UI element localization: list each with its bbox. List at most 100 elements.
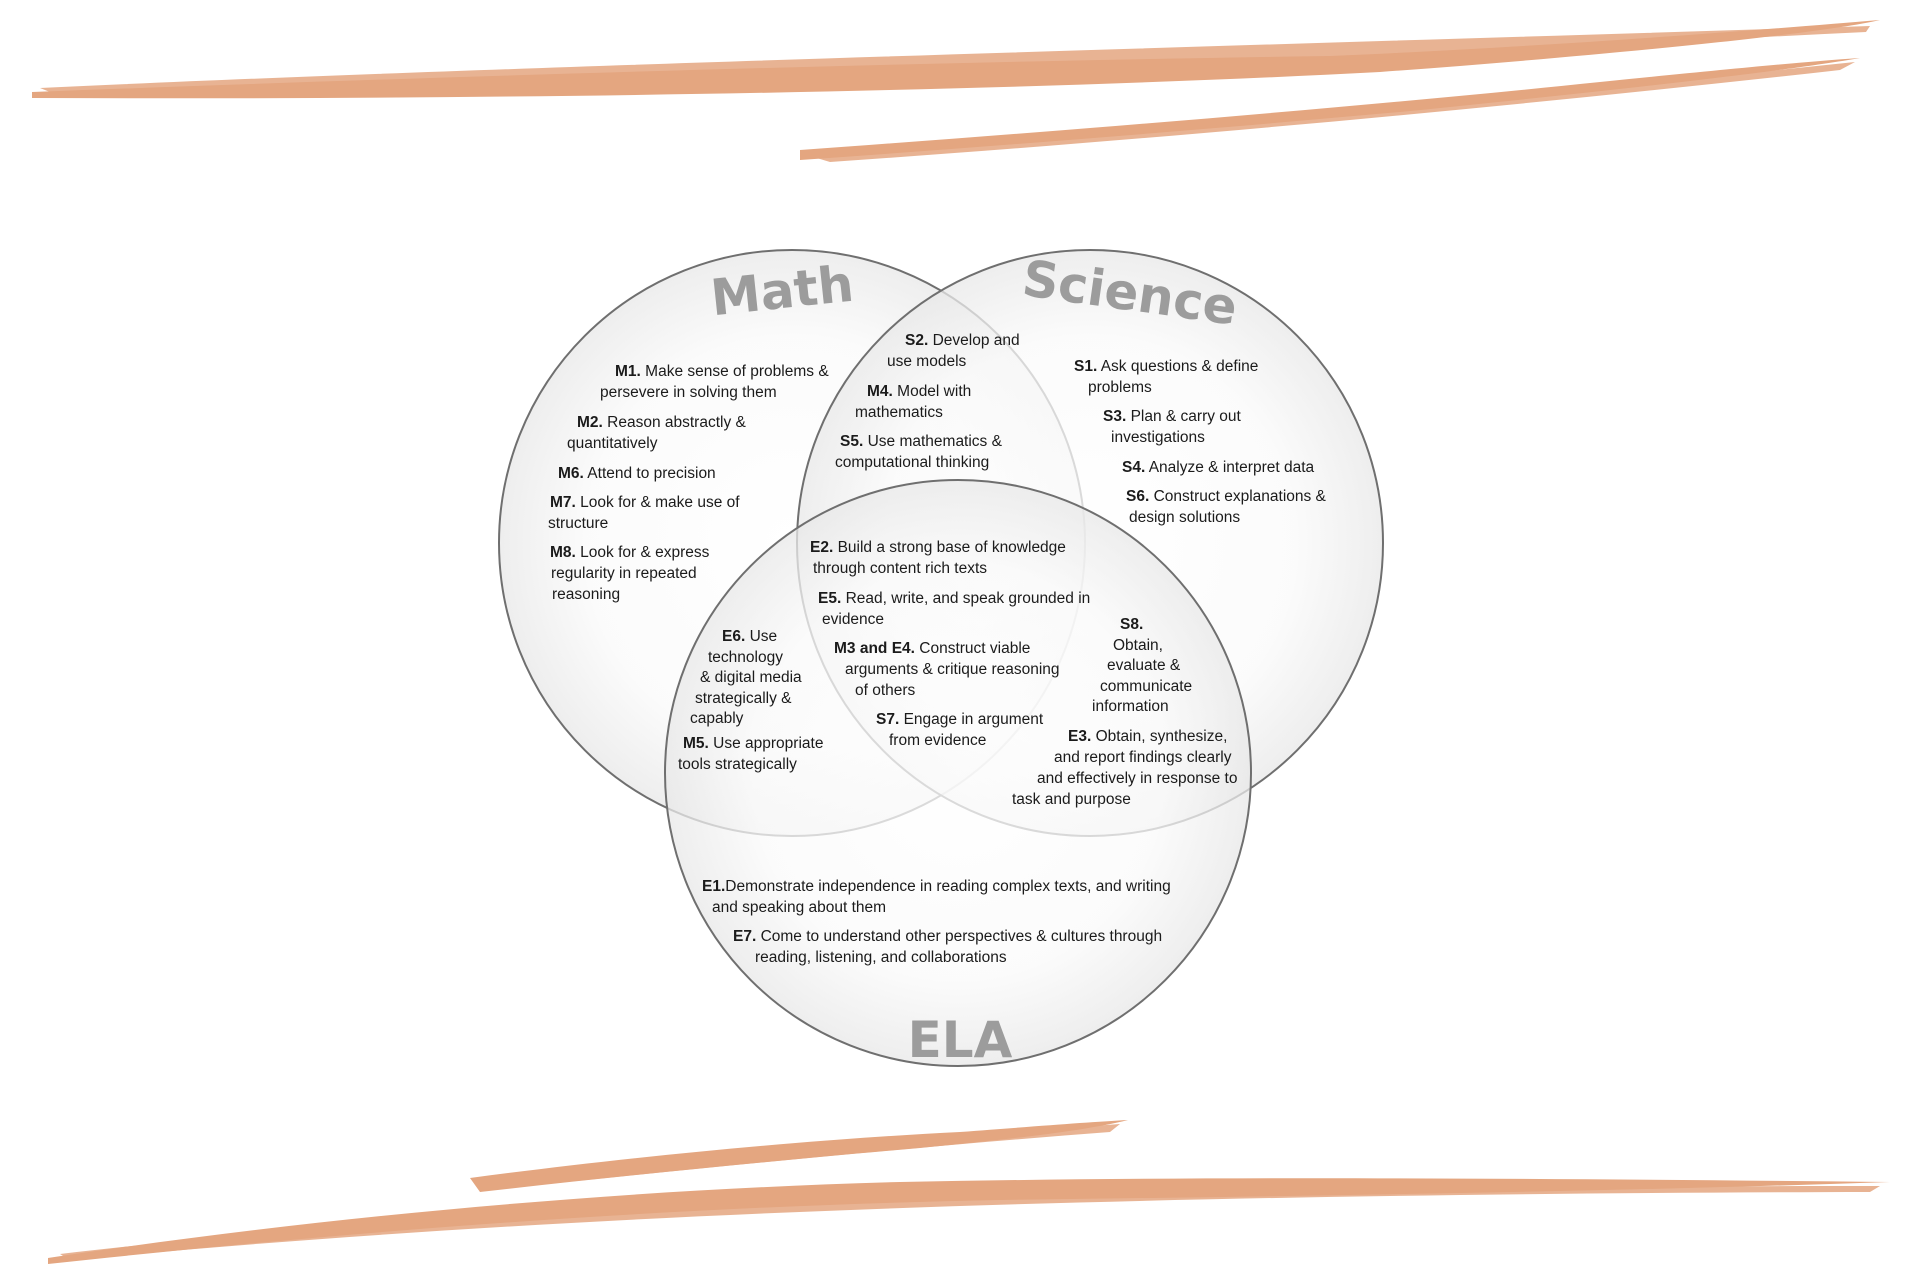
item-text: investigations <box>1111 429 1205 446</box>
item-text: Model with <box>897 383 972 400</box>
item-s6: S6. Construct explanations & <box>1126 487 1326 508</box>
item-code: S8. <box>1120 616 1144 633</box>
item-text: and report findings clearly <box>1054 749 1232 766</box>
item-m7-cont: structure <box>548 514 608 535</box>
item-e3-cont: and report findings clearly <box>1054 748 1232 769</box>
item-m4-cont: mathematics <box>855 403 943 424</box>
item-m3e4-cont: arguments & critique reasoning <box>845 660 1060 681</box>
item-line: evaluate & <box>1107 657 1181 674</box>
item-text: from evidence <box>889 732 987 749</box>
item-m2: M2. Reason abstractly & <box>577 413 746 434</box>
item-text: through content rich texts <box>813 560 988 577</box>
item-text: regularity in repeated <box>551 565 697 582</box>
item-code: E7. <box>733 928 757 945</box>
item-text: and speaking about them <box>712 899 887 916</box>
item-code: M6. <box>558 465 584 482</box>
item-s1-cont: problems <box>1088 378 1152 399</box>
brush-stroke <box>40 26 1870 96</box>
item-line: information <box>1092 698 1169 715</box>
item-code: E2. <box>810 539 834 556</box>
item-e1: E1.Demonstrate independence in reading c… <box>702 877 1171 898</box>
item-s8: S8. Obtain, evaluate & communicate infor… <box>1084 615 1214 718</box>
item-text: Read, write, and speak grounded in <box>845 590 1091 607</box>
item-text: Look for & express <box>580 544 710 561</box>
item-s7-cont: from evidence <box>889 731 986 752</box>
item-text: Make sense of problems & <box>645 363 829 380</box>
item-text: Develop and <box>932 332 1020 349</box>
item-code: E1. <box>702 878 726 895</box>
item-e3: E3. Obtain, synthesize, <box>1068 727 1227 748</box>
item-text: Look for & make use of <box>580 494 740 511</box>
item-e5: E5. Read, write, and speak grounded in <box>818 589 1090 610</box>
item-text: Use <box>749 628 778 645</box>
item-m5-cont: tools strategically <box>678 755 797 776</box>
item-text: computational thinking <box>835 454 990 471</box>
item-e3-cont: task and purpose <box>1012 790 1131 811</box>
item-code: S2. <box>905 332 929 349</box>
item-text: reasoning <box>552 586 621 603</box>
item-text: and effectively in response to <box>1037 770 1238 787</box>
item-text: Demonstrate independence in reading comp… <box>725 878 1171 895</box>
item-m3e4-cont: of others <box>855 681 915 702</box>
item-code: S1. <box>1074 358 1098 375</box>
item-s3: S3. Plan & carry out <box>1103 407 1241 428</box>
item-code: S6. <box>1126 488 1150 505</box>
item-text: Plan & carry out <box>1130 408 1241 425</box>
item-s3-cont: investigations <box>1111 428 1205 449</box>
item-s1: S1. Ask questions & define <box>1074 357 1258 378</box>
item-m1: M1. Make sense of problems & <box>615 362 829 383</box>
ela-circle <box>664 479 1252 1067</box>
item-code: S5. <box>840 433 864 450</box>
item-e6: E6. Use technology & digital media strat… <box>690 627 802 730</box>
item-text: Ask questions & define <box>1100 358 1259 375</box>
item-code: S4. <box>1122 459 1146 476</box>
item-code: E5. <box>818 590 842 607</box>
item-text: problems <box>1088 379 1152 396</box>
brush-strokes-top <box>32 20 1880 162</box>
item-text: use models <box>887 353 967 370</box>
item-line: S8. <box>1084 615 1214 636</box>
item-s7: S7. Engage in argument <box>876 710 1043 731</box>
item-text: Reason abstractly & <box>607 414 746 431</box>
item-text: Construct viable <box>919 640 1031 657</box>
item-code: S3. <box>1103 408 1127 425</box>
item-text: Use mathematics & <box>867 433 1002 450</box>
item-line: technology <box>708 648 783 666</box>
item-code: S7. <box>876 711 900 728</box>
item-code: E3. <box>1068 728 1092 745</box>
item-m7: M7. Look for & make use of <box>550 493 740 514</box>
item-code: M5. <box>683 735 709 752</box>
item-text: Build a strong base of knowledge <box>837 539 1066 556</box>
item-e7: E7. Come to understand other perspective… <box>733 927 1162 948</box>
item-m4: M4. Model with <box>867 382 971 403</box>
venn-circles <box>498 249 1384 1067</box>
item-line: capably <box>690 710 744 727</box>
brush-stroke <box>60 1186 1880 1260</box>
item-e2-cont: through content rich texts <box>813 559 987 580</box>
item-e3-cont: and effectively in response to <box>1037 769 1237 790</box>
item-s2: S2. Develop and <box>905 331 1020 352</box>
brush-stroke <box>800 58 1860 160</box>
item-text: of others <box>855 682 916 699</box>
item-m8-cont: reasoning <box>552 585 620 606</box>
item-code: M7. <box>550 494 576 511</box>
item-text: design solutions <box>1129 509 1241 526</box>
item-s5-cont: computational thinking <box>835 453 989 474</box>
item-e7-cont: reading, listening, and collaborations <box>755 948 1007 969</box>
item-s4: S4. Analyze & interpret data <box>1122 458 1314 479</box>
item-m5: M5. Use appropriate <box>683 734 823 755</box>
item-code: M1. <box>615 363 641 380</box>
item-e1-cont: and speaking about them <box>712 898 886 919</box>
item-m6: M6. Attend to precision <box>558 464 716 485</box>
item-e2: E2. Build a strong base of knowledge <box>810 538 1066 559</box>
item-code: M8. <box>550 544 576 561</box>
item-text: structure <box>548 515 609 532</box>
item-e5-cont: evidence <box>822 610 884 631</box>
item-code: E6. <box>722 628 746 645</box>
item-line: communicate <box>1100 677 1193 695</box>
brush-strokes-bottom <box>48 1120 1890 1264</box>
item-line: Obtain, <box>1113 636 1163 654</box>
ela-title: ELA <box>908 1011 1013 1069</box>
item-m8-cont: regularity in repeated <box>551 564 697 585</box>
